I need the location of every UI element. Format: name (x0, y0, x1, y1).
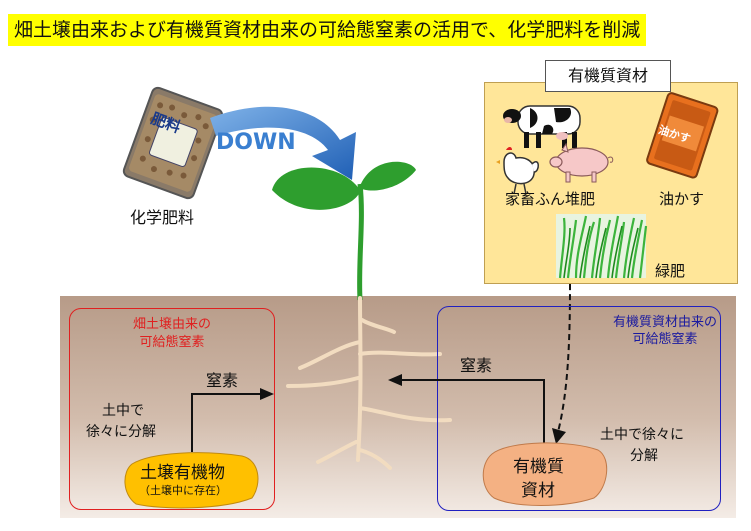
material-decompose-line2: 分解 (630, 448, 658, 464)
soil-decompose-line2: 徐々に分解 (86, 424, 156, 440)
soil-organic-matter-shape (124, 452, 259, 509)
organic-material-line2: 資材 (521, 481, 555, 501)
soil-decompose-line1: 土中で (102, 403, 144, 419)
material-derived-label-line2: 可給態窒素 (632, 332, 698, 347)
material-nitrogen-label: 窒素 (460, 356, 493, 375)
chemical-fertilizer-label: 化学肥料 (130, 208, 195, 227)
supply-dashed-arrow (552, 283, 571, 444)
material-nitrogen-arrow (388, 374, 545, 446)
organic-materials-title: 有機質資材 (545, 60, 671, 92)
cow-icon (503, 105, 581, 148)
plant-seedling-icon (272, 161, 452, 470)
soil-organic-matter-label: 土壌有機物 (140, 463, 225, 483)
chicken-icon (496, 147, 539, 195)
green-manure-icon (556, 214, 648, 279)
soil-nitrogen-label: 窒素 (206, 371, 239, 390)
soil-derived-label-line2: 可給態窒素 (139, 335, 205, 350)
green-manure-label: 緑肥 (655, 262, 686, 280)
material-derived-box (437, 306, 721, 511)
material-derived-label-line1: 有機質資材由来の (612, 315, 717, 330)
manure-label: 家畜ふん堆肥 (505, 190, 596, 208)
soil-nitrogen-arrow (191, 388, 274, 452)
soil-derived-box (69, 308, 275, 510)
material-decompose-line1: 土中で徐々に (600, 427, 684, 443)
organic-material-shape (482, 442, 608, 506)
down-arrow-icon (210, 106, 356, 180)
oilcake-label: 油かす (659, 190, 705, 208)
down-text: DOWN (216, 130, 296, 155)
fertilizer-bag-icon (122, 86, 224, 200)
soil-organic-matter-note: （土壌中に存在） (139, 484, 227, 497)
page-title: 畑土壌由来および有機質資材由来の可給態窒素の活用で、化学肥料を削減 (8, 14, 647, 46)
oilcake-bag-icon (646, 92, 719, 179)
organic-material-line1: 有機質 (513, 457, 564, 477)
pig-icon (549, 142, 614, 183)
soil-derived-label-line1: 畑土壌由来の (132, 317, 211, 332)
